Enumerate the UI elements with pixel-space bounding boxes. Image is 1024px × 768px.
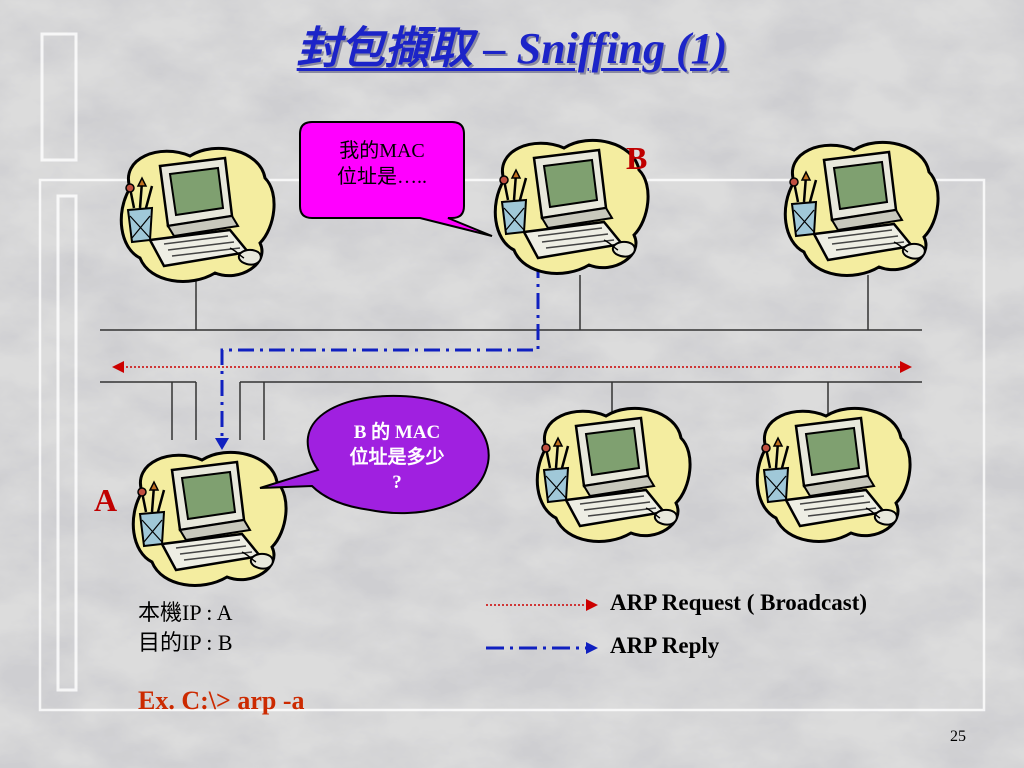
dest-ip-text: 目的IP : B [138,630,233,655]
reply-line-2: 位址是….. [337,166,427,188]
slide-title: 封包擷取 – Sniffing (1) [296,24,728,73]
node-b-label: B [626,140,648,176]
reply-bubble-text: 我的MAC 位址是….. [304,138,460,190]
legend-request-arrow [486,599,598,611]
legend-reply-label: ARP Reply [610,633,720,658]
page-number: 25 [950,728,966,745]
request-line-2: 位址是多少 [349,447,445,468]
reply-line-1: 我的MAC [339,140,425,162]
legend-request-label: ARP Request ( Broadcast) [610,590,868,615]
arp-request-broadcast-arrow [112,361,912,373]
local-ip-text: 本機IP : A [138,600,233,625]
computer-icon [783,140,940,277]
reply-speech-bubble [299,121,493,237]
network-bus-bottom [100,381,922,440]
arp-reply-arrow [215,262,540,450]
computer-icon [755,406,912,543]
request-line-1: B 的 MAC [353,422,441,443]
ip-info: 本機IP : A 目的IP : B [138,598,233,658]
legend-reply-arrow [486,642,598,654]
computer-icon [119,146,276,283]
request-bubble-text: B 的 MAC 位址是多少 ? [322,420,472,495]
request-speech-bubble [259,394,490,515]
computer-icon [535,406,692,543]
network-bus-top [100,275,922,331]
request-line-3: ? [392,472,402,493]
example-command: Ex. C:\> arp -a [138,686,305,715]
computer-icon [131,450,288,587]
node-a-label: A [94,482,118,518]
